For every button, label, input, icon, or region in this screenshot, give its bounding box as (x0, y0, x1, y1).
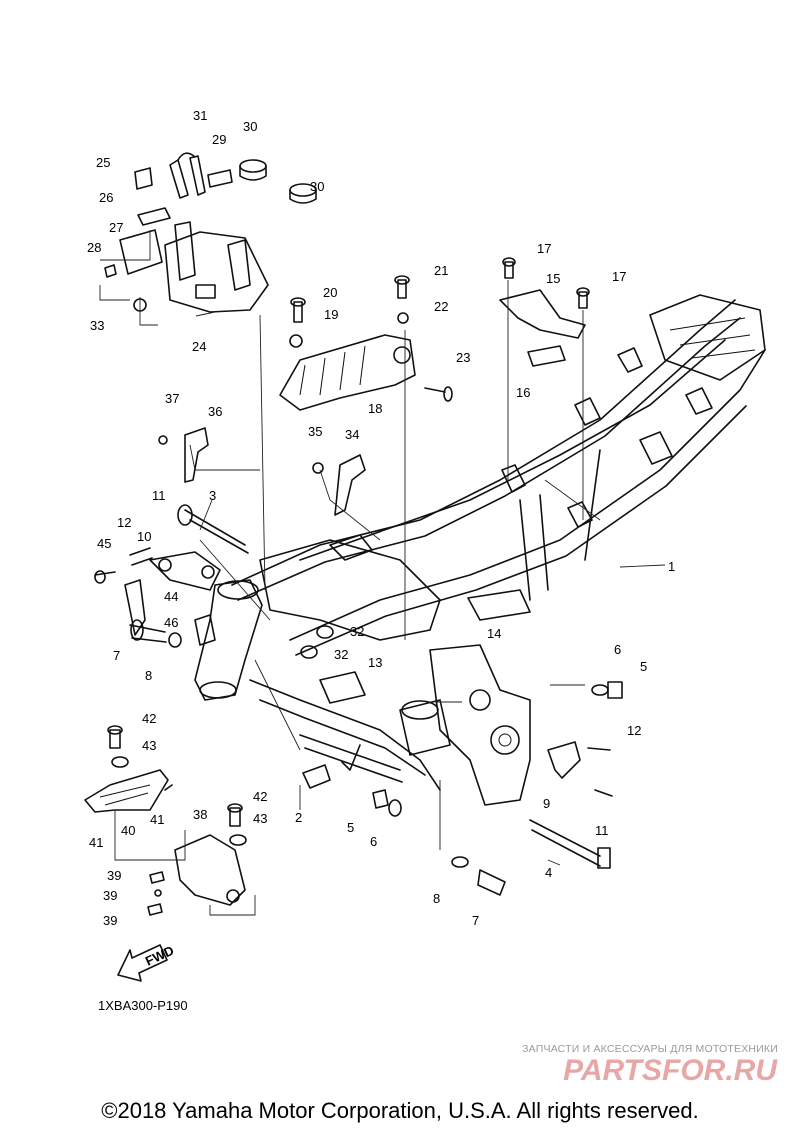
callout-40: 40 (121, 823, 135, 838)
callout-36: 36 (208, 404, 222, 419)
callout-31: 31 (193, 108, 207, 123)
callout-11-right: 11 (595, 823, 609, 838)
callout-19: 19 (324, 307, 338, 322)
callout-43-right: 43 (253, 811, 267, 826)
callout-33: 33 (90, 318, 104, 333)
callout-18: 18 (368, 401, 382, 416)
callout-44: 44 (164, 589, 178, 604)
callout-14: 14 (487, 626, 501, 641)
callout-6-left: 6 (370, 834, 377, 849)
callout-23: 23 (456, 350, 470, 365)
callout-29: 29 (212, 132, 226, 147)
callout-15: 15 (546, 271, 560, 286)
callout-20: 20 (323, 285, 337, 300)
callout-12-left: 12 (117, 515, 131, 530)
callout-35: 35 (308, 424, 322, 439)
callout-1: 1 (668, 559, 675, 574)
fwd-label: FWD (143, 943, 176, 969)
callout-28: 28 (87, 240, 101, 255)
callout-8-left: 8 (145, 668, 152, 683)
upper-bracket-group-drawing (104, 152, 317, 313)
bracket-15-drawing (499, 257, 590, 367)
callout-30-right: 30 (310, 179, 324, 194)
callout-24: 24 (192, 339, 206, 354)
callout-22: 22 (434, 299, 448, 314)
callout-27: 27 (109, 220, 123, 235)
callout-42-right: 42 (253, 789, 267, 804)
callout-39-bottom: 39 (103, 913, 117, 928)
left-fasteners-drawing (94, 504, 249, 648)
callout-labels: 1 2 3 4 5 5 6 6 7 7 8 8 9 10 11 11 12 12… (87, 108, 675, 928)
watermark-tagline: ЗАПЧАСТИ И АКСЕССУАРЫ ДЛЯ МОТОТЕХНИКИ (522, 1043, 778, 1055)
callout-32-top: 32 (350, 624, 364, 639)
callout-5-right: 5 (640, 659, 647, 674)
callout-16: 16 (516, 385, 530, 400)
callout-25: 25 (96, 155, 110, 170)
watermark-logo: PARTSFOR.RU (563, 1054, 778, 1087)
callout-9: 9 (543, 796, 550, 811)
callout-42-left: 42 (142, 711, 156, 726)
callout-45: 45 (97, 536, 111, 551)
callout-10: 10 (137, 529, 151, 544)
callout-17-right: 17 (612, 269, 626, 284)
copyright-notice: ©2018 Yamaha Motor Corporation, U.S.A. A… (101, 1098, 699, 1123)
callout-8-right: 8 (433, 891, 440, 906)
callout-41-right: 41 (150, 812, 164, 827)
callout-43-left: 43 (142, 738, 156, 753)
callout-12-right: 12 (627, 723, 641, 738)
callout-41-left: 41 (89, 835, 103, 850)
nuts-32-drawing (300, 625, 334, 659)
callout-39-mid: 39 (103, 888, 117, 903)
callout-2: 2 (295, 810, 302, 825)
callout-11-left: 11 (152, 488, 166, 503)
callout-13: 13 (368, 655, 382, 670)
callout-39-top: 39 (107, 868, 121, 883)
callout-7-right: 7 (472, 913, 479, 928)
callout-46: 46 (164, 615, 178, 630)
callout-34: 34 (345, 427, 359, 442)
drawing-code: 1XBA300-P190 (98, 998, 188, 1013)
cover-18-drawing (279, 275, 453, 411)
callout-30-top: 30 (243, 119, 257, 134)
callout-21: 21 (434, 263, 448, 278)
lower-left-brackets-drawing (84, 725, 247, 916)
bracket-34-36-drawing (158, 427, 366, 516)
callout-5-left: 5 (347, 820, 354, 835)
callout-3: 3 (209, 488, 216, 503)
callout-32-bottom: 32 (334, 647, 348, 662)
callout-26: 26 (99, 190, 113, 205)
watermark-logo-text: PARTSFOR.RU (563, 1054, 778, 1087)
callout-17-top: 17 (537, 241, 551, 256)
fwd-arrow: FWD (117, 943, 176, 982)
callout-6-right: 6 (614, 642, 621, 657)
leader-lines (99, 230, 666, 916)
callout-38: 38 (193, 807, 207, 822)
right-fasteners-drawing (302, 681, 623, 896)
main-frame-drawing (194, 294, 766, 806)
callout-37: 37 (165, 391, 179, 406)
callout-4: 4 (545, 865, 552, 880)
callout-7-left: 7 (113, 648, 120, 663)
